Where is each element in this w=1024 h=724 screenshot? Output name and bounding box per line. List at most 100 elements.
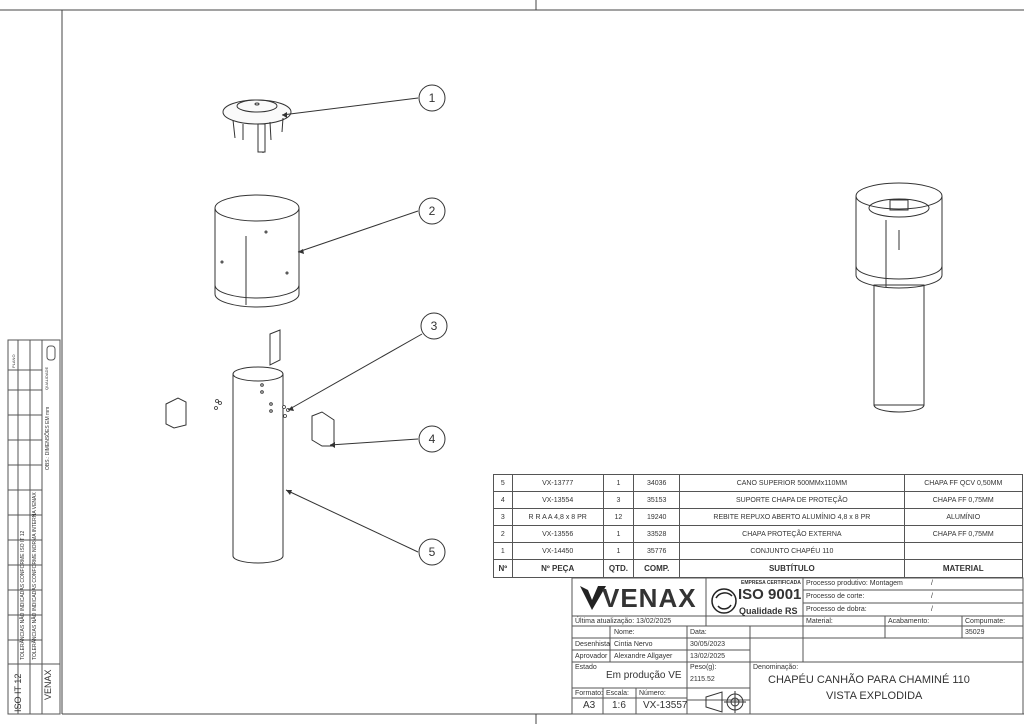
venax-logo-icon [580, 586, 606, 610]
bom-cell-item: 4 [493, 491, 513, 509]
bom-cell-code: VX-13554 [511, 491, 604, 509]
balloon-4: 4 [418, 425, 446, 453]
bom-header-subtitle: SUBTÍTULO [679, 559, 905, 578]
svg-text:1: 1 [429, 91, 436, 105]
bom-cell-item: 3 [493, 508, 513, 526]
part-upper-tube [232, 366, 284, 564]
part-protection-sleeve [214, 194, 300, 308]
bom-cell-material: CHAPA FF QCV 0,50MM [903, 474, 1024, 492]
projection-symbol-icon [705, 691, 746, 713]
bom-cell-qty: 12 [602, 508, 635, 526]
acabamento-label: Acabamento: [888, 618, 930, 625]
iso-certified-label: EMPRESA CERTIFICADA [741, 580, 801, 586]
assembled-view [855, 182, 943, 413]
bom-cell-code: VX-13777 [511, 474, 604, 492]
bom-cell-subtitle: SUPORTE CHAPA DE PROTEÇÃO [679, 491, 905, 509]
denominacao-label: Denominação: [753, 664, 799, 671]
aprovador-name: Alexandre Allgayer [614, 653, 673, 660]
balloon-1: 1 [418, 84, 446, 112]
slash-3: / [931, 606, 933, 613]
bom-cell-qty: 3 [602, 491, 635, 509]
side-plano-icon [46, 345, 56, 361]
bom-header-material: MATERIAL [903, 559, 1024, 578]
bom-header-code: Nº PEÇA [511, 559, 604, 578]
slash-1: / [931, 580, 933, 587]
brand-name: VENAX [602, 583, 697, 613]
leader-3 [287, 333, 423, 411]
desenhista-label: Desenhista [575, 641, 611, 648]
bom-cell-item: 5 [493, 474, 513, 492]
desenhista-name: Cintia Nervo [614, 641, 653, 648]
desenhista-date: 30/05/2023 [690, 641, 726, 648]
bom-cell-material: CHAPA FF 0,75MM [903, 491, 1024, 509]
slash-2: / [931, 593, 933, 600]
bom-cell-material: ALUMÍNIO [903, 508, 1024, 526]
escala-value: 1:6 [612, 700, 626, 711]
bom-cell-subtitle: CHAPA PROTEÇÃO EXTERNA [679, 525, 905, 543]
bom-header-comp: COMP. [633, 559, 681, 578]
leader-2 [297, 210, 419, 253]
side-plano: PLANO [11, 354, 16, 368]
side-iso: ISO IT 12 [13, 673, 23, 712]
bom-cell-code: VX-14450 [511, 542, 604, 560]
bom-cell-qty: 1 [602, 542, 635, 560]
balloon-3: 3 [420, 312, 448, 340]
bom-cell-subtitle: CANO SUPERIOR 500MMx110MM [679, 474, 905, 492]
aprovador-date: 13/02/2025 [690, 653, 726, 660]
side-brand: VENAX [43, 669, 53, 700]
peso-label: Peso(g): [690, 664, 717, 671]
peso-value: 2115.52 [690, 676, 715, 683]
compumate-value: 35029 [965, 629, 985, 636]
bom-cell-comp: 34036 [633, 474, 681, 492]
material-label: Material: [806, 618, 833, 625]
bom-cell-material [903, 542, 1024, 560]
denominacao-2: VISTA EXPLODIDA [826, 690, 923, 702]
formato-label: Formato: [575, 690, 604, 697]
svg-text:2: 2 [429, 204, 436, 218]
side-tol-1: TOLERÂNCIAS NÃO INDICADAS CONFORME ISO I… [20, 530, 26, 660]
estado-value: Em produção VE [606, 670, 682, 681]
side-tol-2: TOLERÂNCIAS NÃO INDICADAS CONFORME NORMA… [32, 492, 38, 660]
last-update: Última atualização: 13/02/2025 [575, 618, 672, 625]
bom-cell-comp: 19240 [633, 508, 681, 526]
formato-value: A3 [583, 700, 596, 711]
tolerance-block [7, 339, 61, 715]
bom-header-qty: QTD. [602, 559, 635, 578]
leader-4 [329, 438, 419, 446]
iso-seal-icon [711, 588, 737, 614]
bom-cell-qty: 1 [602, 525, 635, 543]
data-label: Data: [690, 629, 707, 636]
nome-label: Nome: [614, 629, 635, 636]
compumate-label: Compumate: [965, 618, 1006, 625]
balloon-2: 2 [418, 197, 446, 225]
part-bracket [165, 329, 335, 447]
side-qualidade: QUALIDADE [44, 366, 49, 390]
bom-cell-item: 2 [493, 525, 513, 543]
processo-produtivo: Processo produtivo: Montagem [806, 580, 903, 587]
balloon-5: 5 [418, 538, 446, 566]
leader-1 [281, 97, 419, 116]
svg-text:5: 5 [429, 545, 436, 559]
bom-header-item: Nº [493, 559, 513, 578]
escala-label: Escala: [606, 690, 629, 697]
processo-corte: Processo de corte: [806, 593, 865, 600]
numero-value: VX-13557 [643, 700, 688, 711]
iso-sub-label: Qualidade RS [739, 606, 798, 616]
bom-cell-comp: 33528 [633, 525, 681, 543]
part-rivets [214, 399, 290, 418]
bom-cell-code: R R A A 4,8 x 8 PR [511, 508, 604, 526]
denominacao-1: CHAPÉU CANHÃO PARA CHAMINÉ 110 [768, 674, 970, 686]
svg-text:3: 3 [431, 319, 438, 333]
leader-5 [285, 489, 419, 553]
iso-label: ISO 9001 [738, 586, 802, 603]
side-obs: OBS.: DIMENSÕES EM mm [45, 406, 51, 470]
estado-label: Estado [575, 664, 597, 671]
part-cap [222, 99, 292, 153]
